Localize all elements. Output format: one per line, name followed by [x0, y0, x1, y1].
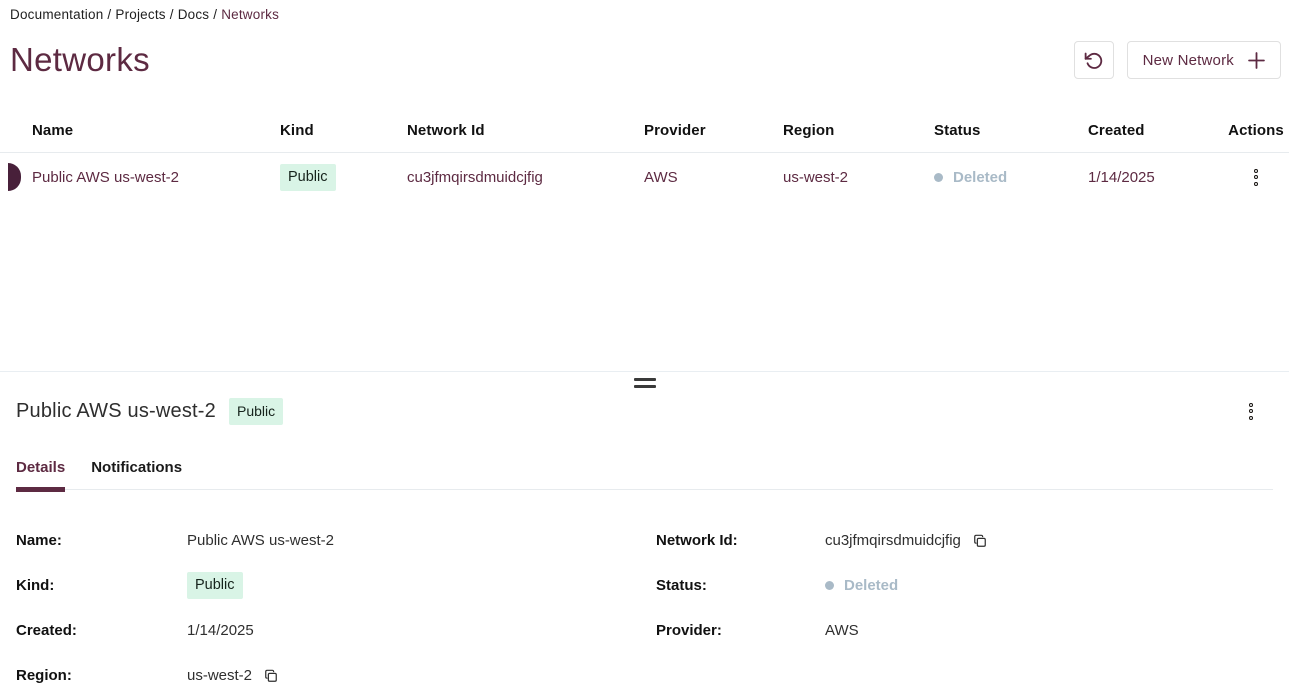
- copy-icon: [265, 669, 277, 682]
- breadcrumb-separator: /: [213, 7, 218, 22]
- detail-fields-right-column: Network Id: cu3jfmqirsdmuidcjfig Status:: [656, 518, 987, 698]
- field-network-id: Network Id: cu3jfmqirsdmuidcjfig: [656, 518, 987, 563]
- selected-row-indicator: [8, 163, 21, 191]
- panel-resize-handle[interactable]: [633, 378, 656, 388]
- plus-icon: [1248, 51, 1265, 69]
- field-created-label: Created:: [16, 622, 77, 639]
- kebab-icon: [1254, 181, 1258, 186]
- table-row[interactable]: Public AWS us-west-2 Public cu3jfmqirsdm…: [0, 153, 1289, 201]
- row-cell-name: Public AWS us-west-2: [32, 168, 179, 186]
- column-header-kind: Kind: [280, 122, 314, 139]
- drag-bar-icon: [633, 385, 656, 388]
- column-header-region: Region: [783, 122, 835, 139]
- status-dot-icon: [934, 172, 943, 182]
- table-empty-space: [0, 201, 1289, 371]
- breadcrumb-separator: /: [169, 7, 174, 22]
- detail-fields: Name: Public AWS us-west-2 Kind: Public …: [0, 490, 1289, 698]
- status-label: Deleted: [953, 168, 1008, 186]
- column-header-provider: Provider: [644, 122, 706, 139]
- copy-icon: [974, 534, 986, 547]
- field-kind: Kind: Public: [16, 563, 656, 608]
- row-cell-provider: AWS: [644, 168, 678, 186]
- field-region: Region: us-west-2: [16, 653, 656, 698]
- detail-fields-left-column: Name: Public AWS us-west-2 Kind: Public …: [16, 518, 656, 698]
- field-kind-label: Kind:: [16, 577, 55, 594]
- row-actions-menu-button[interactable]: [1246, 162, 1266, 192]
- field-region-label: Region:: [16, 667, 72, 684]
- page-header: Networks New Network: [0, 40, 1289, 80]
- detail-panel-title: Public AWS us-west-2: [16, 400, 216, 422]
- breadcrumb-separator: /: [107, 7, 112, 22]
- status-dot-icon: [825, 581, 834, 590]
- field-provider-value: AWS: [825, 622, 859, 639]
- panel-actions-menu-button[interactable]: [1241, 396, 1261, 426]
- split-divider: [0, 371, 1289, 388]
- breadcrumb-docs[interactable]: Docs: [177, 7, 210, 22]
- table-header-row: Name Kind Network Id Provider Region Sta…: [0, 109, 1289, 153]
- field-name-value: Public AWS us-west-2: [187, 532, 334, 549]
- copy-network-id-button[interactable]: [973, 534, 987, 548]
- field-provider: Provider: AWS: [656, 608, 987, 653]
- column-header-created: Created: [1088, 122, 1145, 139]
- field-network-id-label: Network Id:: [656, 532, 738, 549]
- refresh-button[interactable]: [1073, 41, 1114, 79]
- row-cell-status: Deleted: [934, 169, 1088, 186]
- field-name-label: Name:: [16, 532, 62, 549]
- breadcrumb-projects[interactable]: Projects: [115, 7, 166, 22]
- field-kind-badge: Public: [187, 572, 243, 599]
- row-cell-region: us-west-2: [783, 168, 849, 186]
- detail-tabs: Details Notifications: [16, 459, 1273, 492]
- column-header-actions: Actions: [1228, 122, 1284, 139]
- new-network-label: New Network: [1142, 51, 1234, 69]
- field-created: Created: 1/14/2025: [16, 608, 656, 653]
- tab-notifications[interactable]: Notifications: [91, 459, 183, 476]
- row-cell-kind: Public: [280, 163, 407, 191]
- row-cell-actions: [1223, 162, 1289, 192]
- field-created-value: 1/14/2025: [187, 622, 254, 639]
- field-name: Name: Public AWS us-west-2: [16, 518, 656, 563]
- column-header-network-id: Network Id: [407, 122, 485, 139]
- kebab-icon: [1254, 168, 1258, 173]
- field-network-id-value: cu3jfmqirsdmuidcjfig: [825, 532, 961, 549]
- drag-bar-icon: [633, 378, 656, 381]
- detail-panel-header: Public AWS us-west-2 Public: [0, 396, 1289, 426]
- field-provider-label: Provider:: [656, 622, 722, 639]
- kebab-icon: [1249, 402, 1253, 407]
- new-network-button[interactable]: New Network: [1126, 41, 1281, 79]
- page-title: Networks: [10, 41, 150, 78]
- field-status-value: Deleted: [844, 577, 899, 594]
- field-region-value: us-west-2: [187, 667, 253, 684]
- tab-details[interactable]: Details: [16, 459, 66, 492]
- kebab-icon: [1254, 175, 1258, 179]
- field-status-label: Status:: [656, 577, 707, 594]
- detail-kind-badge: Public: [229, 397, 284, 425]
- breadcrumb-documentation[interactable]: Documentation: [10, 7, 104, 22]
- breadcrumb-current-networks: Networks: [221, 7, 280, 22]
- row-cell-created: 1/14/2025: [1088, 168, 1155, 186]
- field-status: Status: Deleted: [656, 563, 987, 608]
- header-actions: New Network: [1073, 41, 1281, 79]
- kind-badge: Public: [280, 163, 336, 191]
- column-header-name: Name: [32, 122, 74, 139]
- row-cell-network-id: cu3jfmqirsdmuidcjfig: [407, 168, 543, 186]
- kebab-icon: [1249, 415, 1253, 420]
- network-detail-panel: Public AWS us-west-2 Public Details Noti…: [0, 396, 1289, 698]
- copy-region-button[interactable]: [264, 669, 278, 683]
- rotate-ccw-icon: [1084, 52, 1103, 69]
- breadcrumb: Documentation/Projects/Docs/Networks: [0, 0, 1289, 22]
- networks-table: Name Kind Network Id Provider Region Sta…: [0, 109, 1289, 201]
- column-header-status: Status: [934, 122, 981, 139]
- kebab-icon: [1249, 409, 1253, 413]
